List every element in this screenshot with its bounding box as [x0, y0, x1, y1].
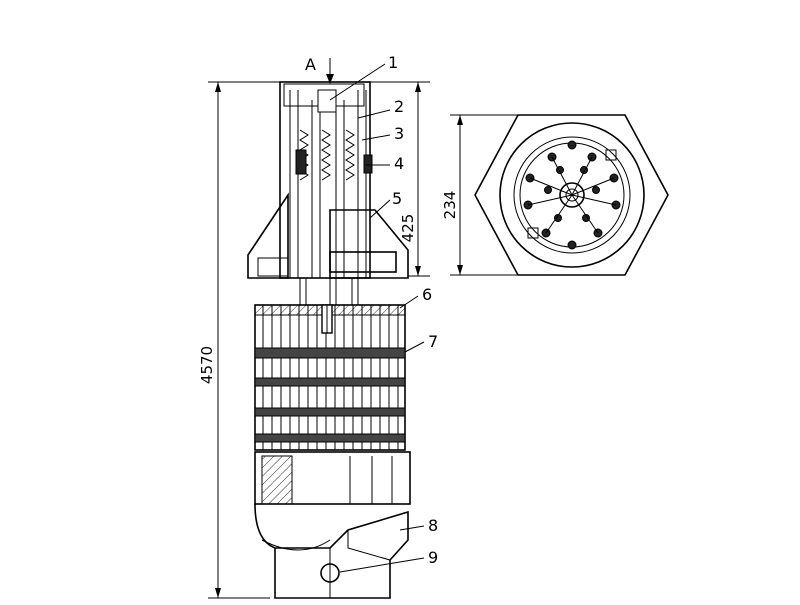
spacer-grids: [254, 347, 406, 443]
dimension-total-height: 4570: [198, 81, 280, 599]
callout-6: 6: [422, 285, 432, 304]
view-arrow: A: [305, 55, 334, 84]
callout-leaders: [329, 63, 425, 573]
dimension-label-head-height: 425: [399, 214, 417, 243]
lower-nozzle: [254, 451, 411, 599]
dimension-head-height: 4 2 5: [370, 81, 430, 277]
connecting-rods: [299, 278, 359, 305]
callout-3: 3: [394, 124, 404, 143]
callout-8: 8: [428, 516, 438, 535]
callout-9: 9: [428, 548, 438, 567]
callout-labels: 1 2 3 4 5 6 7 8 9: [388, 53, 438, 567]
head-rods: [289, 90, 367, 278]
callout-7: 7: [428, 332, 438, 351]
assembly-head: [247, 81, 409, 279]
fuel-bundle: [254, 304, 406, 451]
callout-4: 4: [394, 154, 404, 173]
callout-2: 2: [394, 97, 404, 116]
callout-1: 1: [388, 53, 398, 72]
dimension-flat-width: 234: [441, 114, 518, 276]
view-label: A: [305, 55, 316, 74]
head-springs: [299, 129, 355, 181]
callout-5: 5: [392, 189, 402, 208]
dimension-label-total-height: 4570: [198, 346, 216, 384]
view-a-section: [474, 114, 669, 276]
dimension-label-flat-width: 234: [441, 191, 459, 220]
spider-arms: [527, 156, 617, 234]
